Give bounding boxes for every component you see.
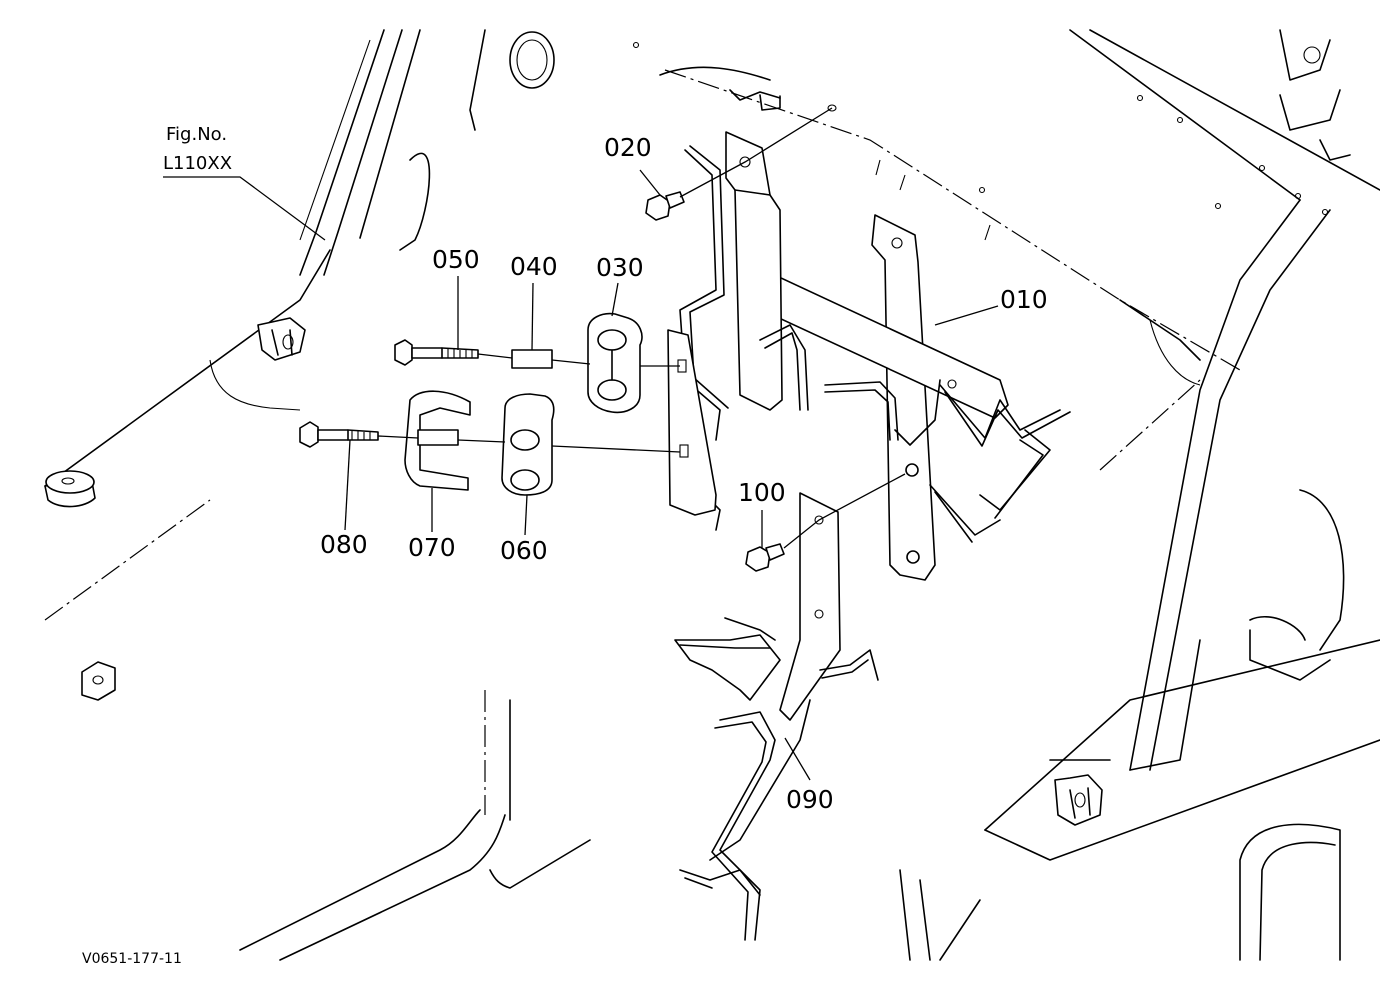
clamp-plate [667, 329, 717, 516]
misc-hardware [44, 317, 1103, 826]
part-090-bracket [674, 492, 879, 941]
leader-lines [163, 107, 999, 781]
chassis-outline [44, 29, 1380, 961]
wire-guides [679, 145, 1071, 543]
part-020-bolt [645, 191, 685, 221]
upper-bracket [725, 131, 783, 411]
part-060-clamp [501, 393, 555, 496]
part-label-040: 040 [510, 252, 558, 281]
part-030-clamp [587, 312, 643, 414]
part-label-100: 100 [738, 478, 786, 507]
fig-no-value: L110XX [163, 153, 232, 174]
part-label-020: 020 [604, 133, 652, 162]
part-label-070: 070 [408, 533, 456, 562]
part-label-080: 080 [320, 530, 368, 559]
part-050-bolt [394, 339, 479, 366]
part-label-050: 050 [432, 245, 480, 274]
fig-no-label: Fig.No. [166, 124, 227, 145]
part-label-090: 090 [786, 785, 834, 814]
part-label-030: 030 [596, 253, 644, 282]
part-label-010: 010 [1000, 285, 1048, 314]
small-screw [827, 104, 837, 112]
drawing-code: V0651-177-11 [82, 951, 182, 967]
part-100-bolt [745, 543, 785, 572]
part-080-bolt [299, 421, 379, 448]
part-040-spacer [511, 349, 553, 369]
part-label-060: 060 [500, 536, 548, 565]
part-070-clip [404, 390, 471, 491]
